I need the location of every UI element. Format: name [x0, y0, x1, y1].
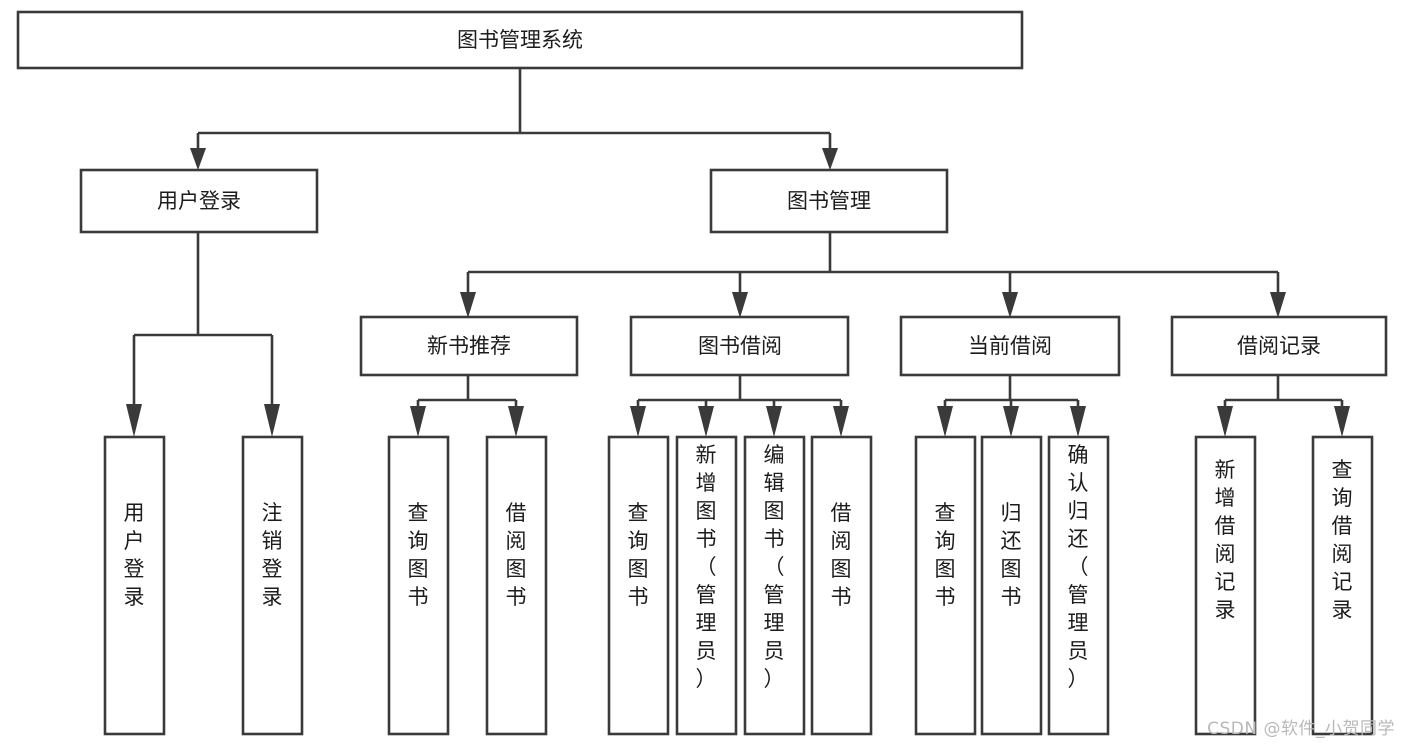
- node-leaf-logout-login-label: 注销登录: [262, 501, 283, 609]
- node-current-borrow-box[interactable]: [899, 315, 1121, 377]
- arrow-head-book-borrow: [732, 292, 748, 318]
- node-leaf-add-record-label: 新增借阅记录: [1215, 458, 1236, 622]
- node-new-book-recommend[interactable]: 新书推荐: [359, 315, 579, 377]
- node-book-manage-label: 图书管理: [787, 189, 871, 213]
- node-book-borrow[interactable]: 图书借阅: [629, 315, 850, 377]
- arrow-head-leaf-logout-login: [264, 404, 280, 437]
- arrow-head-current-borrow: [1002, 292, 1018, 318]
- node-root-box[interactable]: [16, 10, 1024, 70]
- node-new-book-recommend-box[interactable]: [359, 315, 579, 377]
- node-leaf-return-book-label: 归还图书: [1001, 501, 1022, 609]
- arrow-head-leaf-confirm-return: [1070, 406, 1086, 437]
- node-leaf-user-login-box[interactable]: [103, 435, 166, 736]
- arrow-head-leaf-user-login: [126, 404, 142, 437]
- arrow-head-leaf-return-book: [1003, 406, 1019, 437]
- node-leaf-confirm-return[interactable]: 确认归还（管理员）: [1047, 435, 1110, 736]
- arrow-head-borrow-record: [1270, 292, 1286, 318]
- node-borrow-record-box[interactable]: [1170, 315, 1388, 377]
- arrow-head-leaf-edit-book: [766, 406, 782, 437]
- arrow-head-leaf-query-book-1: [410, 406, 426, 437]
- node-root-label: 图书管理系统: [457, 28, 583, 52]
- node-leaf-query-book-3[interactable]: 查询图书: [914, 435, 977, 736]
- node-user-login[interactable]: 用户登录: [79, 168, 319, 234]
- arrow-head-leaf-query-book-2: [630, 406, 646, 437]
- node-leaf-confirm-return-label: 确认归还（管理员）: [1068, 443, 1089, 691]
- arrow-head-leaf-add-record: [1217, 406, 1233, 437]
- node-current-borrow[interactable]: 当前借阅: [899, 315, 1121, 377]
- node-leaf-query-book-2-box[interactable]: [607, 435, 670, 736]
- node-book-manage[interactable]: 图书管理: [709, 168, 949, 234]
- node-leaf-query-record[interactable]: 查询借阅记录: [1311, 435, 1374, 736]
- node-leaf-add-book[interactable]: 新增图书（管理员）: [675, 435, 738, 736]
- node-user-login-box[interactable]: [79, 168, 319, 234]
- node-leaf-confirm-return-box[interactable]: [1047, 435, 1110, 736]
- arrow-head-leaf-query-book-3: [937, 406, 953, 437]
- node-leaf-query-book-1[interactable]: 查询图书: [387, 435, 450, 736]
- csdn-watermark: CSDN @软件_小贺同学: [1207, 719, 1395, 739]
- node-user-login-label: 用户登录: [157, 189, 241, 213]
- node-leaf-user-login-label: 用户登录: [124, 501, 145, 609]
- node-leaf-edit-book-box[interactable]: [743, 435, 806, 736]
- node-leaf-logout-login[interactable]: 注销登录: [241, 435, 304, 736]
- node-leaf-user-login[interactable]: 用户登录: [103, 435, 166, 736]
- arrow-head-leaf-query-record: [1334, 406, 1350, 437]
- node-leaf-edit-book[interactable]: 编辑图书（管理员）: [743, 435, 806, 736]
- node-leaf-add-book-box[interactable]: [675, 435, 738, 736]
- node-leaf-borrow-book-2-box[interactable]: [810, 435, 873, 736]
- node-new-book-recommend-label: 新书推荐: [427, 334, 511, 358]
- arrow-head-book-manage: [822, 148, 838, 170]
- arrow-head-leaf-borrow-book-1: [508, 406, 524, 437]
- node-leaf-return-book[interactable]: 归还图书: [980, 435, 1043, 736]
- node-leaf-edit-book-label: 编辑图书（管理员）: [764, 443, 785, 691]
- node-current-borrow-label: 当前借阅: [968, 334, 1052, 358]
- node-leaf-add-record[interactable]: 新增借阅记录: [1194, 435, 1257, 736]
- node-leaf-query-book-2-label: 查询图书: [628, 501, 649, 609]
- node-borrow-record[interactable]: 借阅记录: [1170, 315, 1388, 377]
- node-leaf-borrow-book-2-label: 借阅图书: [831, 501, 852, 609]
- connector-layer: [126, 68, 1350, 437]
- node-leaf-query-book-1-label: 查询图书: [408, 501, 429, 609]
- node-book-borrow-label: 图书借阅: [698, 334, 782, 358]
- node-leaf-query-record-label: 查询借阅记录: [1332, 458, 1353, 622]
- node-leaf-query-book-2[interactable]: 查询图书: [607, 435, 670, 736]
- node-leaf-add-book-label: 新增图书（管理员）: [696, 443, 717, 691]
- node-root[interactable]: 图书管理系统: [16, 10, 1024, 70]
- arrow-head-new-book-recommend: [460, 292, 476, 318]
- node-leaf-borrow-book-2[interactable]: 借阅图书: [810, 435, 873, 736]
- node-book-manage-box[interactable]: [709, 168, 949, 234]
- node-leaf-query-record-box[interactable]: [1311, 435, 1374, 736]
- node-leaf-borrow-book-1[interactable]: 借阅图书: [485, 435, 548, 736]
- node-leaf-query-book-3-box[interactable]: [914, 435, 977, 736]
- node-leaf-query-book-1-box[interactable]: [387, 435, 450, 736]
- node-leaf-add-record-box[interactable]: [1194, 435, 1257, 736]
- node-leaf-borrow-book-1-label: 借阅图书: [506, 501, 527, 609]
- node-book-borrow-box[interactable]: [629, 315, 850, 377]
- node-leaf-return-book-box[interactable]: [980, 435, 1043, 736]
- arrow-head-user-login: [190, 148, 206, 170]
- arrow-head-leaf-add-book: [698, 406, 714, 437]
- node-borrow-record-label: 借阅记录: [1237, 334, 1321, 358]
- node-leaf-query-book-3-label: 查询图书: [935, 501, 956, 609]
- node-leaf-borrow-book-1-box[interactable]: [485, 435, 548, 736]
- arrow-head-leaf-borrow-book-2: [833, 406, 849, 437]
- node-leaf-logout-login-box[interactable]: [241, 435, 304, 736]
